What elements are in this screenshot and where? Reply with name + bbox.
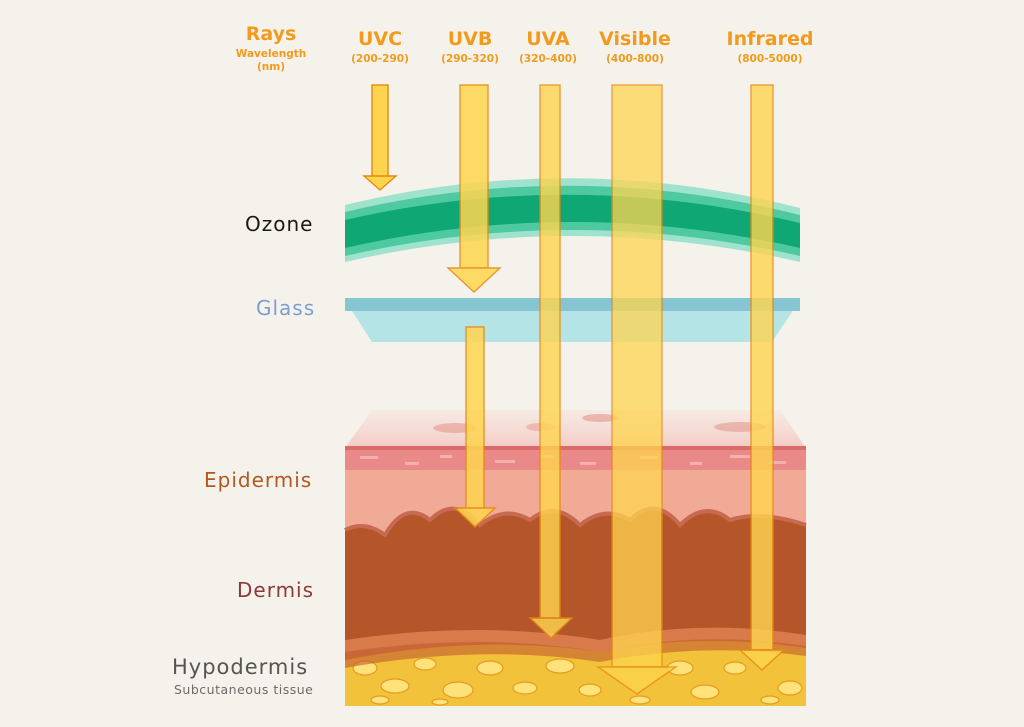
ray-uvc <box>362 84 398 191</box>
ray-header-uva: UVA (320-400) <box>519 28 577 65</box>
subcutaneous-label: Subcutaneous tissue <box>174 682 314 697</box>
ray-infrared <box>738 84 786 671</box>
wavelength-unit: (nm) <box>256 60 285 73</box>
rays-header: Rays Wavelength (nm) <box>226 25 316 72</box>
wavelength-label: Wavelength <box>235 48 307 60</box>
rays-title: Rays <box>245 23 297 45</box>
hypodermis-label: Hypodermis <box>172 655 309 679</box>
ray-header-uvc: UVC (200-290) <box>351 28 409 65</box>
ozone-layer <box>345 178 800 262</box>
glass-label: Glass <box>256 296 316 320</box>
ray-header-infrared: Infrared (800-5000) <box>726 28 814 65</box>
ray-uva <box>528 84 574 639</box>
ray-header-uvb: UVB (290-320) <box>441 28 499 65</box>
skin-block <box>344 410 807 706</box>
glass-layer <box>345 298 800 342</box>
ozone-label: Ozone <box>245 212 314 236</box>
dermis-label: Dermis <box>237 578 315 602</box>
ray-header-visible: Visible (400-800) <box>599 28 671 65</box>
ray-visible <box>595 84 679 695</box>
ray-uvb <box>446 84 502 528</box>
epidermis-label: Epidermis <box>204 468 313 492</box>
